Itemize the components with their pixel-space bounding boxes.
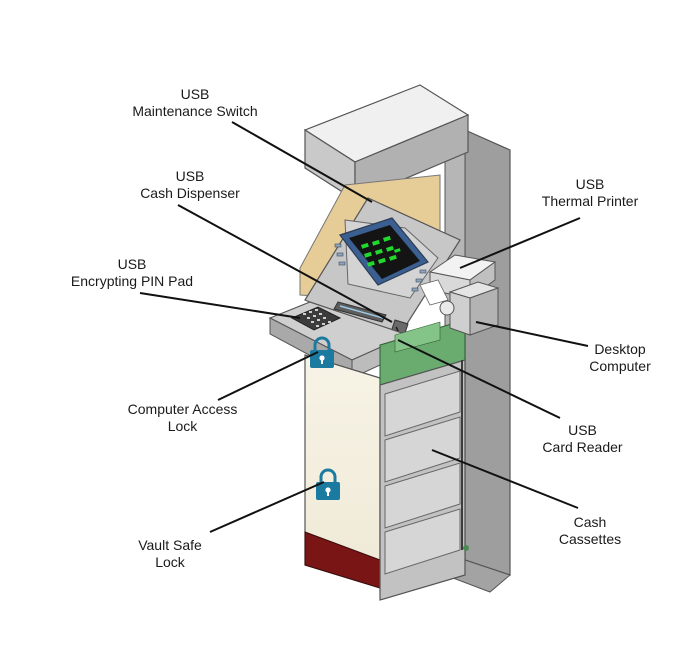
label-line: USB (568, 422, 597, 438)
screen-glyphs (361, 235, 401, 267)
label-line: Desktop (594, 341, 646, 357)
keypad-icon (290, 306, 342, 331)
label-thermal-printer: USB Thermal Printer (515, 176, 665, 210)
callout-lines (139, 121, 589, 533)
label-card-reader: USB Card Reader (515, 422, 650, 456)
lock-icon (310, 336, 334, 368)
label-cash-dispenser: USB Cash Dispenser (120, 168, 260, 202)
label-line: Computer (589, 358, 651, 374)
label-line: Cash (573, 514, 607, 530)
label-line: Thermal Printer (541, 193, 639, 209)
top-hood (303, 84, 470, 202)
label-line: USB (175, 168, 205, 184)
label-line: Card Reader (542, 439, 623, 455)
label-line: USB (180, 86, 210, 102)
label-line: Cassettes (558, 531, 622, 547)
label-line: USB (575, 176, 605, 192)
label-line: Encrypting PIN Pad (70, 273, 194, 289)
label-line: Lock (167, 418, 198, 434)
label-maintenance-switch: USB Maintenance Switch (120, 86, 270, 120)
leader-pin-pad (139, 292, 301, 319)
atm-screen (334, 217, 429, 292)
leader-desktop-computer (475, 321, 589, 347)
label-line: Maintenance Switch (132, 103, 258, 119)
label-line: Lock (155, 554, 185, 570)
label-line: Vault Safe (138, 537, 202, 553)
label-desktop-computer: Desktop Computer (565, 341, 675, 375)
leader-maintenance-switch (231, 121, 373, 203)
leader-thermal-printer (459, 217, 581, 269)
label-line: Computer Access (127, 401, 238, 417)
leader-card-reader (397, 339, 561, 419)
leader-cash-cassettes (431, 449, 579, 509)
label-line: Cash Dispenser (140, 185, 240, 201)
label-line: USB (117, 256, 147, 272)
leader-computer-lock (217, 351, 319, 401)
desktop-computer (439, 281, 500, 336)
vault-body (304, 354, 381, 589)
leader-cash-dispenser (177, 204, 393, 323)
leader-vault-lock (209, 481, 325, 533)
label-vault-safe-lock: Vault Safe Lock (110, 537, 230, 571)
lock-icon (316, 468, 340, 500)
label-computer-access-lock: Computer Access Lock (105, 401, 260, 435)
label-pin-pad: USB Encrypting PIN Pad (52, 256, 212, 290)
label-cash-cassettes: Cash Cassettes (530, 514, 650, 548)
cash-cassettes (379, 359, 469, 601)
